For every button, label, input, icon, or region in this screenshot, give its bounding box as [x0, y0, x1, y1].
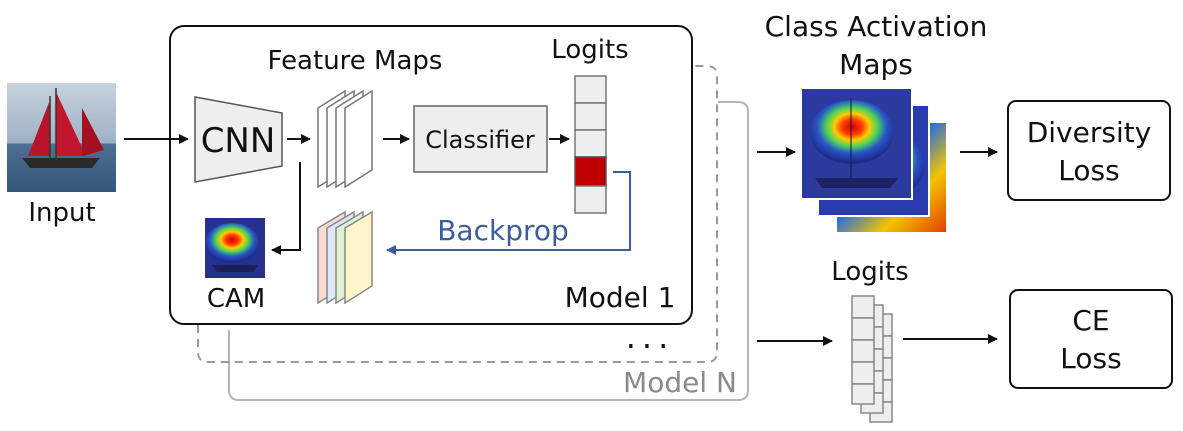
classifier-block: [413, 105, 548, 173]
model-n-label: Model N: [623, 366, 737, 399]
logits-top-label: Logits: [551, 35, 628, 65]
gradient-stack: [317, 210, 373, 305]
diversity-loss-line2: Loss: [1058, 154, 1119, 187]
ellipsis-label: ...: [626, 318, 675, 356]
logits-stack: [851, 295, 893, 423]
ce-loss-line2: Loss: [1060, 342, 1121, 375]
cam-maps-title-line1: Class Activation: [765, 10, 988, 43]
model-middle-frame: [197, 65, 718, 363]
backprop-label: Backprop: [437, 214, 569, 247]
cam-maps-title-line2: Maps: [839, 48, 913, 81]
diversity-loss-line1: Diversity: [1027, 116, 1152, 149]
diversity-loss-box: [1007, 100, 1171, 201]
cam-label: CAM: [207, 284, 265, 314]
model-n-frame: [228, 101, 749, 401]
classifier-label: Classifier: [425, 126, 535, 154]
ce-loss-line1: CE: [1072, 304, 1109, 337]
arrow-features-to-cam: [271, 162, 301, 255]
cam-stack: [800, 87, 948, 234]
cnn-block: [194, 96, 283, 183]
selected-logit: [574, 156, 607, 187]
feature-map-stack: [317, 89, 373, 189]
ce-loss-box: [1009, 289, 1173, 389]
cam-thumbnail: [205, 218, 265, 278]
logits-vector: [574, 75, 607, 214]
input-image: [7, 83, 116, 192]
backprop-arrow: [386, 171, 631, 255]
input-label: Input: [28, 198, 95, 228]
feature-maps-label: Feature Maps: [268, 46, 443, 76]
cnn-label: CNN: [201, 121, 276, 161]
logits-bottom-label: Logits: [831, 257, 908, 287]
model-1-label: Model 1: [565, 281, 676, 314]
